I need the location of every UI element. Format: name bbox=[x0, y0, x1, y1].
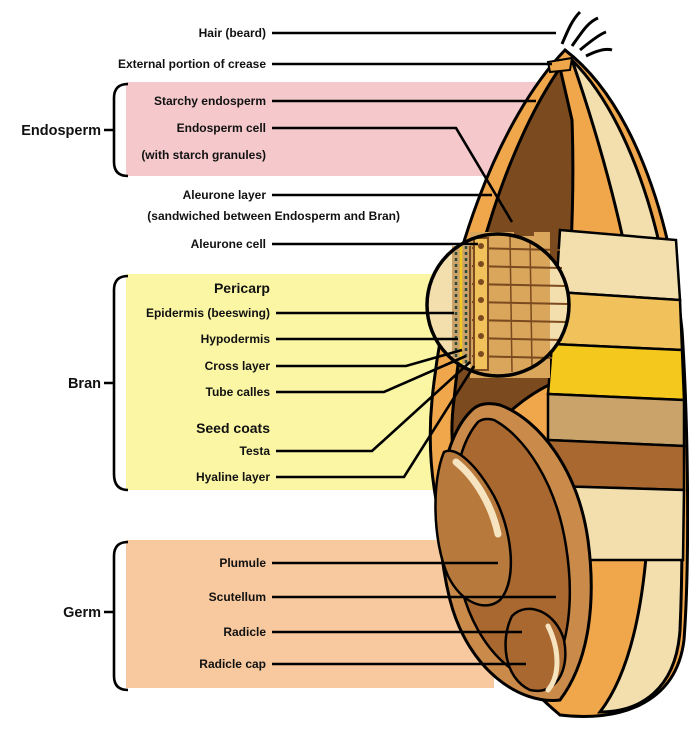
label-radicle: Radicle bbox=[223, 625, 266, 639]
label-starchy-endosperm: Starchy endosperm bbox=[154, 94, 266, 108]
label-plumule: Plumule bbox=[219, 556, 266, 570]
bran-stripe-3 bbox=[548, 344, 684, 400]
label-hypodermis: Hypodermis bbox=[201, 332, 271, 346]
germ-bracket bbox=[104, 542, 128, 690]
label-aleurone-layer: Aleurone layer bbox=[183, 188, 267, 202]
label-epidermis: Epidermis (beeswing) bbox=[146, 306, 270, 320]
bran-stripe-1 bbox=[556, 230, 680, 300]
bran-bracket bbox=[104, 276, 128, 490]
label-scutellum: Scutellum bbox=[209, 590, 266, 604]
hair-beard bbox=[562, 12, 612, 56]
label-hyaline-layer: Hyaline layer bbox=[196, 470, 270, 484]
group-label-endosperm: Endosperm bbox=[21, 123, 101, 139]
group-label-germ: Germ bbox=[63, 605, 101, 621]
label-external-crease: External portion of crease bbox=[118, 57, 266, 71]
label-tube-calles: Tube calles bbox=[206, 385, 271, 399]
label-testa: Testa bbox=[240, 444, 271, 458]
label-cross-layer: Cross layer bbox=[205, 359, 271, 373]
label-pericarp: Pericarp bbox=[214, 280, 270, 296]
group-label-bran: Bran bbox=[68, 376, 101, 392]
label-aleurone-cell: Aleurone cell bbox=[191, 237, 266, 251]
bran-stripe-4 bbox=[548, 394, 684, 446]
label-aleurone-layer-note: (sandwiched between Endosperm and Bran) bbox=[147, 209, 400, 223]
bran-stripe-2 bbox=[552, 292, 682, 350]
label-endosperm-cell-note: (with starch granules) bbox=[141, 148, 266, 162]
label-radicle-cap: Radicle cap bbox=[199, 657, 266, 671]
label-seed-coats: Seed coats bbox=[196, 420, 270, 436]
label-hair: Hair (beard) bbox=[199, 26, 266, 40]
label-endosperm-cell: Endosperm cell bbox=[177, 121, 266, 135]
endosperm-bracket bbox=[104, 84, 128, 176]
